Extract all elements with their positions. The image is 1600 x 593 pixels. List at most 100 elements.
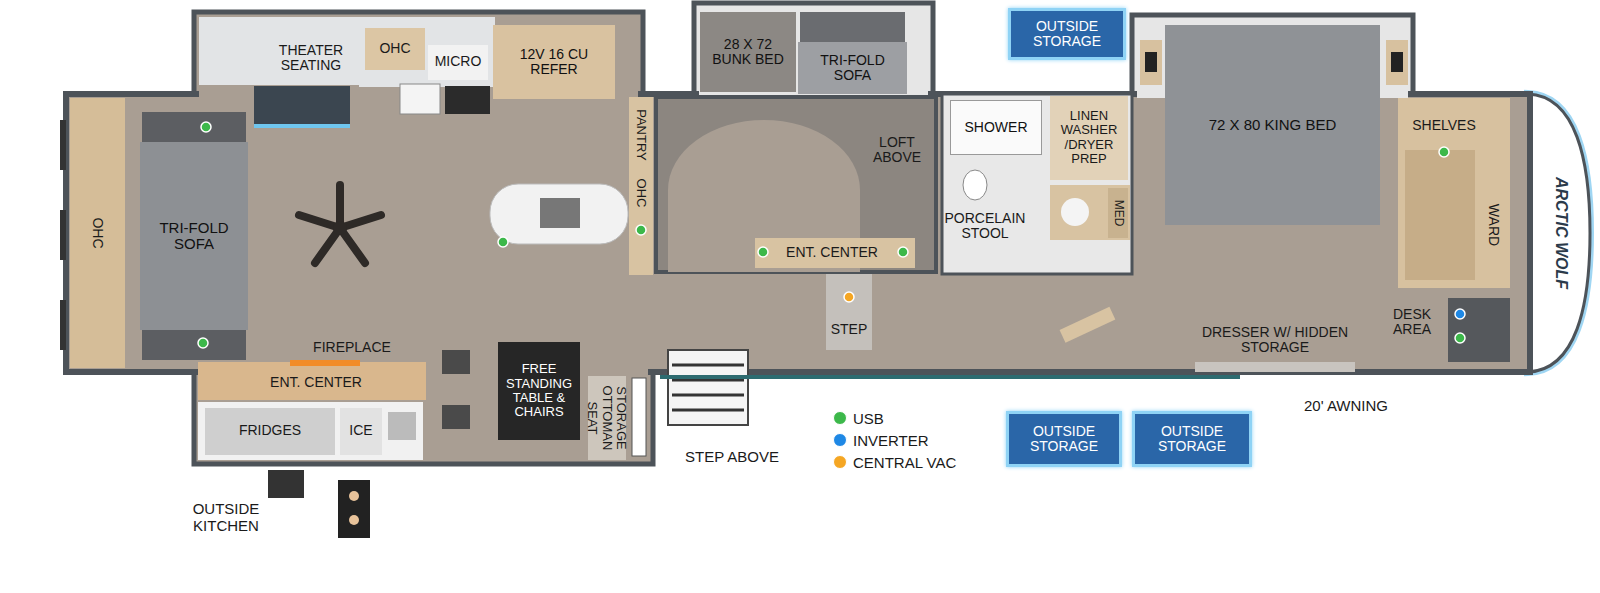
window [60,120,66,170]
stair-treads [672,364,744,367]
legend-row: CENTRAL VAC [833,452,956,472]
room-label: STEP ABOVE [685,449,779,466]
stove [445,86,490,114]
ent-center-counter [198,362,426,400]
legend-swatch [833,433,847,447]
stair-treads [672,394,744,397]
kitchen [199,17,653,275]
vac-dot [844,292,854,302]
king-bed: 72 X 80 KING BED [1165,25,1380,225]
wardrobe [1398,98,1510,288]
room-label: OHC [89,217,104,248]
room-label: ENT. CENTER [786,245,878,260]
node-text: FREE STANDING TABLE & CHAIRS [502,362,576,419]
outside-sink [388,412,416,440]
entry [660,272,1240,425]
node-text: 28 X 72 BUNK BED [704,37,792,68]
brand-logo: ARCTIC WOLF [1552,177,1570,289]
node-text: 72 X 80 KING BED [1209,117,1337,134]
dresser [1195,362,1355,372]
storage-badge: OUTSIDE STORAGE [1008,8,1126,60]
room-label: LOFT ABOVE [866,135,928,166]
stair-treads [672,409,744,412]
room-label: ICE [349,423,372,438]
window [1391,52,1403,72]
node-text: 12V 16 CU REFER [497,47,611,78]
ohc-cabinet [365,28,425,70]
toilet [963,170,987,200]
door [632,378,646,456]
stair-treads [672,365,744,410]
awning-line [660,375,1240,379]
room-label: PORCELAIN STOOL [935,211,1035,242]
room-label: 20' AWNING [1304,398,1388,415]
theater-seats [254,86,350,126]
usb-dot [201,122,211,132]
node-text: OUTSIDE STORAGE [1139,424,1245,455]
chair [442,350,470,374]
island [490,184,628,244]
sofa-arm [142,112,246,142]
room-label: FRIDGES [239,423,301,438]
vanity [1050,185,1130,240]
legend-swatch [833,455,847,469]
fridges [205,408,335,455]
chair [442,405,470,429]
node-text: TRI-FOLD SOFA [144,220,244,253]
room-label: STORAGE OTTOMAN SEAT [586,372,629,464]
sink [400,84,440,114]
microwave [428,45,488,80]
bunk-bed: 28 X 72 BUNK BED [700,12,796,92]
bath-room [942,94,1132,274]
room-label: OUTSIDE KITCHEN [186,501,266,534]
node-text: OUTSIDE STORAGE [1013,424,1115,455]
outside-kitchen-unit [268,470,304,498]
room-label: FIREPLACE [313,340,391,355]
theater-wall [199,17,359,85]
front-cap [1528,94,1590,372]
node-text: OUTSIDE STORAGE [1015,19,1119,50]
storage-badge: OUTSIDE STORAGE [1132,411,1252,467]
linen-closet [1050,96,1128,180]
usb-dot [898,247,908,257]
node-text: TRI-FOLD SOFA [802,53,903,84]
theater-led [254,124,350,128]
usb-dot [758,247,768,257]
refrigerator: 12V 16 CU REFER [493,25,615,99]
legend-row: INVERTER [833,430,929,450]
table: FREE STANDING TABLE & CHAIRS [498,342,580,440]
stairs [668,350,748,425]
bathroom [942,94,1132,274]
inverter-dot [1455,309,1465,319]
room-label: DESK AREA [1384,307,1440,338]
pantry [629,97,653,275]
usb-dot [636,225,646,235]
outside-grill [338,480,370,538]
front-cap-glow [1528,94,1590,372]
medicine-cabinet [1108,188,1128,238]
wardrobe-doors [1405,150,1475,280]
bunk-slide [694,3,933,102]
legend-text: CENTRAL VAC [853,454,956,471]
room-label: LINEN WASHER /DRYER PREP [1058,109,1120,166]
counter [359,17,495,87]
room-label: ENT. CENTER [270,375,362,390]
legend-row: USB [833,408,884,428]
desk [1448,298,1510,362]
burner [349,515,359,525]
room-label: WARD [1485,204,1500,246]
ent-center [755,238,915,268]
loft-carpet [656,97,936,272]
room-label: STEP [831,322,868,337]
room-label: OHC [634,179,648,208]
bunk-room [656,12,936,272]
shower: SHOWER [950,100,1042,155]
usb-dot [198,338,208,348]
living-room [60,98,646,538]
room-label: OHC [379,41,410,56]
fireplace-glow [290,360,360,366]
room-label: PANTRY [634,109,648,161]
usb-dot [498,237,508,247]
sofa-back [800,12,905,42]
